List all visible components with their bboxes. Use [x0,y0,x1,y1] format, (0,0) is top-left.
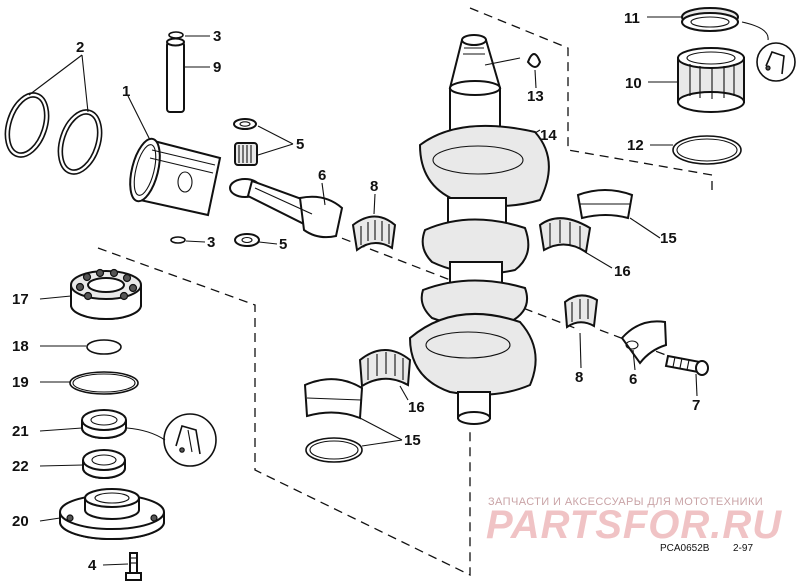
callout-20: 20 [12,513,29,530]
callout-17: 17 [12,291,29,308]
upper-o-ring [672,135,742,165]
woodruff-key [526,53,542,68]
callout-16-top: 16 [614,263,631,280]
leader-lines [28,16,698,566]
callout-9: 9 [213,59,221,76]
piston-pin-clip-bottom [170,236,186,244]
callout-11: 11 [624,10,640,27]
piston-pin [166,37,185,113]
callout-6-bottom: 6 [629,371,637,388]
oil-seal-lower [82,449,126,479]
piston [129,137,222,217]
lower-ball-bearing [70,268,142,320]
rod-cap-bolt [664,354,709,376]
crankshaft [408,34,550,425]
callout-15-bottom: 15 [404,432,421,449]
callout-5-bottom: 5 [279,236,287,253]
watermark-brand: PARTSFOR.RU [486,503,782,547]
large-o-ring [69,371,139,395]
lower-retaining-ring [305,437,363,463]
callout-22: 22 [12,458,29,475]
rod-needle-bearing-lower [563,294,599,329]
callout-8-bottom: 8 [575,369,583,386]
detail-magnifier-lower [126,413,217,467]
small-end-needle-bearing [234,142,258,166]
watermark-caption: ЗАПЧАСТИ И АКСЕССУАРЫ ДЛЯ МОТОТЕХНИКИ [488,496,763,508]
callout-labels: 2 1 3 9 5 6 8 3 5 11 10 13 14 12 15 16 8… [12,10,700,574]
callout-7: 7 [692,397,700,414]
callout-15-top: 15 [660,230,677,247]
callout-19: 19 [12,374,29,391]
lower-bearing-housing [59,488,165,540]
small-o-ring [86,339,122,355]
callout-4: 4 [88,557,97,574]
center-main-bearing-race [576,189,634,220]
drawing-code: PCA0652B [660,543,710,554]
connecting-rod-cap [620,320,668,365]
callout-2: 2 [76,39,84,56]
oil-seal-upper [81,409,127,439]
callout-21: 21 [12,423,29,440]
callout-18: 18 [12,338,29,355]
housing-screw [125,552,142,581]
callout-14: 14 [540,127,557,144]
callout-5-top: 5 [296,136,304,153]
callout-8-top: 8 [370,178,378,195]
upper-main-bearing [677,47,745,113]
callout-10: 10 [625,75,642,92]
lower-main-bearing-race [303,378,364,420]
callout-1: 1 [122,83,130,100]
thrust-washer-bottom [234,233,260,247]
callout-16-bottom: 16 [408,399,425,416]
connecting-rod [229,178,344,239]
callout-13: 13 [527,88,544,105]
rod-needle-bearing-upper [351,215,397,252]
piston-rings [4,92,103,175]
callout-3-bottom: 3 [207,234,215,251]
upper-seal [681,7,739,32]
watermark: ЗАПЧАСТИ И АКСЕССУАРЫ ДЛЯ МОТОТЕХНИКИ PA… [486,496,782,547]
center-main-bearing-cage [538,217,592,254]
thrust-washer-top [233,118,257,130]
drawing-date: 2-97 [733,543,753,554]
assembly-guide-lines [97,7,713,577]
callout-12: 12 [627,137,644,154]
callout-3-top: 3 [213,28,221,45]
detail-magnifier-upper [741,21,796,82]
callout-6-top: 6 [318,167,326,184]
lower-main-bearing-cage [358,349,412,388]
piston-pin-clip-top [168,31,184,39]
drawing-reference: PCA0652B 2-97 [660,543,753,554]
